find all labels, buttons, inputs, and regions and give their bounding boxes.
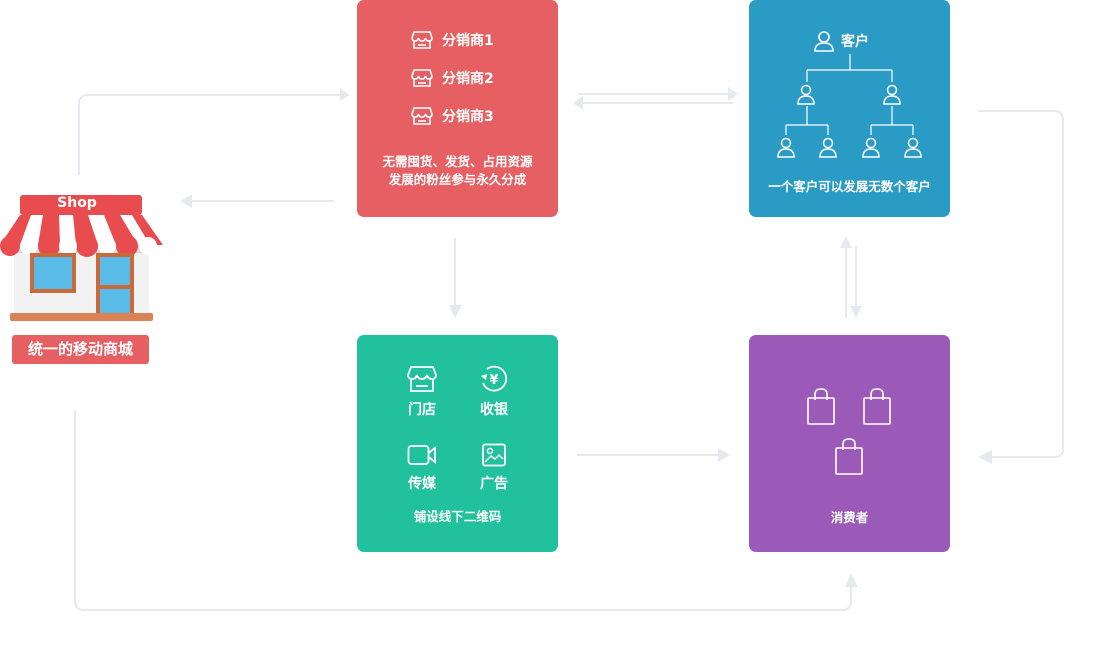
distributor-label: 分销商2 xyxy=(442,71,494,87)
arrowhead xyxy=(840,236,852,248)
distributor-row: 分销商2 xyxy=(411,68,494,88)
arrowhead xyxy=(449,305,462,318)
consumers-card: 消费者 xyxy=(749,335,950,552)
offline-item-label: 门店 xyxy=(408,402,436,418)
distributor-row: 分销商3 xyxy=(411,106,494,126)
store-icon xyxy=(407,366,437,392)
arrowhead xyxy=(180,194,192,208)
offline-item-store: 门店 xyxy=(392,365,452,419)
shop-sign-text: Shop xyxy=(57,195,97,211)
video-camera-icon xyxy=(407,445,436,465)
customers-card: 客户 一个客户可以发 xyxy=(749,0,950,217)
distributor-label: 分销商3 xyxy=(442,109,494,125)
shopping-bags-icon xyxy=(807,388,891,475)
arrowhead xyxy=(340,88,350,101)
store-icon xyxy=(411,31,433,49)
image-ad-icon xyxy=(482,443,506,467)
offline-desc: 铺设线下二维码 xyxy=(413,509,502,524)
yuan-cashier-icon: ¥ xyxy=(481,365,508,392)
distributors-card: 分销商1 分销商2 分销商3 无需囤货、发货、占用资源 发展的粉丝参与永久分成 xyxy=(357,0,558,217)
distributor-row: 分销商1 xyxy=(411,30,494,50)
arrowhead xyxy=(728,87,738,101)
offline-item-media: 传媒 xyxy=(392,443,452,493)
shop-storefront-icon xyxy=(0,190,163,330)
offline-item-label: 收银 xyxy=(480,402,508,418)
offline-card: 门店 ¥ 收银 传媒 广告 铺设线下二维码 xyxy=(357,335,558,552)
customers-title-row: 客户 xyxy=(813,30,869,52)
customers-desc: 一个客户可以发展无数个客户 xyxy=(768,179,931,194)
arrowhead xyxy=(850,306,862,318)
consumers-label: 消费者 xyxy=(830,510,869,525)
arrowhead xyxy=(845,573,858,587)
offline-item-label: 传媒 xyxy=(408,476,436,492)
offline-item-label: 广告 xyxy=(480,476,508,492)
customer-tree-icon xyxy=(777,54,922,158)
connector-shop-to-consumers xyxy=(74,410,852,611)
user-icon xyxy=(814,31,834,52)
shop-label: 统一的移动商城 xyxy=(12,335,149,364)
arrowhead xyxy=(573,96,583,110)
distributors-desc-line1: 无需囤货、发货、占用资源 xyxy=(382,154,533,169)
offline-item-cashier: ¥ 收银 xyxy=(464,365,524,419)
arrowhead xyxy=(978,450,992,464)
offline-item-ad: 广告 xyxy=(464,443,524,493)
arrowhead xyxy=(718,448,730,462)
distributors-desc-line2: 发展的粉丝参与永久分成 xyxy=(388,172,527,187)
store-icon xyxy=(411,107,433,125)
connector-shop-to-distributors xyxy=(78,94,340,175)
store-icon xyxy=(411,69,433,87)
distributor-label: 分销商1 xyxy=(442,33,494,49)
customers-title: 客户 xyxy=(841,34,869,50)
connector-customers-loop xyxy=(978,110,1064,458)
svg-text:¥: ¥ xyxy=(489,373,498,388)
